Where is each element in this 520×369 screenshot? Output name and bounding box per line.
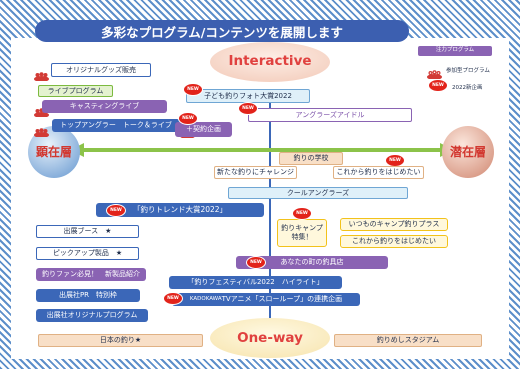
item-photo-award: 子ども釣りフォト大賞2022 xyxy=(186,89,310,103)
item-school: 釣りの学校 xyxy=(279,152,343,165)
item-live: ライブプログラム xyxy=(38,85,113,97)
item-kadokawa-prefix: KADOKAWA xyxy=(189,295,222,302)
legend-focus: 注力プログラム xyxy=(418,46,492,56)
item-camp: 釣りキャンプ 特集！ xyxy=(277,219,327,247)
item-goods-label: オリジナルグッズ販売 xyxy=(66,65,136,74)
item-booth-label: 出展ブース ★ xyxy=(63,227,112,235)
item-shop: あなたの町の釣具店 xyxy=(236,256,388,269)
item-kadokawa: KADOKAWA TVアニメ「スローループ」の連携企画 xyxy=(172,293,360,306)
item-start-new-label: これから釣りをはじめたい xyxy=(336,168,421,176)
item-top-angler-label: トップアングラー トーク＆ライブ xyxy=(60,121,172,129)
item-goods: オリジナルグッズ販売 xyxy=(51,63,151,77)
left-sphere xyxy=(28,126,80,178)
item-top-angler: トップアングラー トーク＆ライブ xyxy=(52,119,180,132)
new-badge-text: NEW xyxy=(110,208,122,213)
new-badge-text: NEW xyxy=(242,106,254,111)
legend-new-badge: NEW xyxy=(428,79,448,92)
item-original-program-label: 出展社オリジナルプログラム xyxy=(46,311,138,319)
legend-focus-label: 注力プログラム xyxy=(435,47,475,54)
item-camp-plus-label: いつものキャンプ釣りプラス xyxy=(348,220,440,228)
people-icon-svg xyxy=(34,128,49,138)
item-japan-fishing: 日本の釣り★ xyxy=(38,334,203,347)
new-badge-text: NEW xyxy=(167,296,179,301)
axis-label-bottom: One-way xyxy=(237,330,303,346)
new-badge: NEW xyxy=(246,256,266,269)
new-badge-text: NEW xyxy=(296,211,308,216)
item-contract-label: ＋契約企画 xyxy=(186,125,221,133)
legend-new-label: 2022新企画 xyxy=(452,85,483,91)
item-contract: ＋契約企画 xyxy=(175,122,232,137)
item-shop-label: あなたの町の釣具店 xyxy=(280,258,344,266)
new-badge: NEW xyxy=(106,204,126,217)
item-pickup-label: ピックアップ製品 ★ xyxy=(52,249,123,257)
item-kadokawa-label: TVアニメ「スローループ」の連携企画 xyxy=(221,295,343,303)
item-camp-line1: 釣りキャンプ xyxy=(281,224,323,233)
new-badge-text: NEW xyxy=(182,116,194,121)
item-fan-label: 釣りファン必見！ 新製品紹介 xyxy=(42,270,140,278)
item-fan: 釣りファン必見！ 新製品紹介 xyxy=(36,268,146,281)
item-booth: 出展ブース ★ xyxy=(36,225,139,238)
oneway-bubble xyxy=(210,318,330,358)
item-stadium: 釣りめしスタジアム xyxy=(334,334,482,347)
people-icon xyxy=(34,122,49,138)
item-casting-label: キャスティングライブ xyxy=(69,102,140,110)
item-photo-award-label: 子ども釣りフォト大賞2022 xyxy=(204,91,292,100)
new-badge: NEW xyxy=(178,112,198,125)
item-camp-line2: 特集！ xyxy=(291,233,313,241)
item-japan-fishing-label: 日本の釣り★ xyxy=(99,336,142,344)
new-badge: NEW xyxy=(238,102,258,115)
axis-label-left: 顕在層 xyxy=(35,145,72,159)
item-trend-award-label: 「釣りトレンド大賞2022」 xyxy=(132,205,228,215)
people-icon xyxy=(34,66,49,82)
item-idol: アングラーズアイドル xyxy=(248,108,412,122)
item-cool-anglers-label: クールアングラーズ xyxy=(286,188,350,197)
legend-participant-icon xyxy=(427,64,442,80)
item-festival: 「釣りフェスティバル2022 ハイライト」 xyxy=(169,276,342,289)
new-badge-text: NEW xyxy=(432,83,444,88)
item-pickup: ピックアップ製品 ★ xyxy=(36,247,139,260)
axis-label-top: Interactive xyxy=(228,53,312,69)
new-badge-text: NEW xyxy=(187,87,199,92)
item-school-label: 釣りの学校 xyxy=(293,154,329,162)
item-original-program: 出展社オリジナルプログラム xyxy=(36,309,148,322)
item-start-new: これから釣りをはじめたい xyxy=(333,166,424,179)
new-badge-text: NEW xyxy=(389,158,401,163)
new-badge: NEW xyxy=(183,83,203,96)
item-challenge: 新たな釣りにチャレンジ xyxy=(214,166,297,179)
axis-label-right: 潜在層 xyxy=(449,145,486,159)
item-stadium-label: 釣りめしスタジアム xyxy=(376,336,440,344)
item-idol-label: アングラーズアイドル xyxy=(295,110,365,119)
page-title: 多彩なプログラム/コンテンツを展開します xyxy=(101,24,343,40)
title-bar: 多彩なプログラム/コンテンツを展開します xyxy=(35,20,409,42)
item-pr: 出展社PR 特別枠 xyxy=(36,289,140,302)
item-cool-anglers: クールアングラーズ xyxy=(228,187,408,199)
right-sphere xyxy=(442,126,494,178)
new-badge: NEW xyxy=(292,207,312,220)
item-live-label: ライブプログラム xyxy=(47,86,104,95)
item-trend-award: 「釣りトレンド大賞2022」 xyxy=(96,203,264,217)
item-camp-plus: いつものキャンプ釣りプラス xyxy=(340,218,448,231)
item-pr-label: 出展社PR 特別枠 xyxy=(58,291,118,299)
people-icon-svg xyxy=(34,72,49,82)
new-badge: NEW xyxy=(163,292,183,305)
item-camp-start: これから釣りをはじめたい xyxy=(340,235,448,248)
legend-participant-label: 参加型プログラム xyxy=(446,68,490,74)
item-challenge-label: 新たな釣りにチャレンジ xyxy=(217,168,294,176)
item-camp-start-label: これから釣りをはじめたい xyxy=(352,237,436,245)
item-festival-label: 「釣りフェスティバル2022 ハイライト」 xyxy=(187,278,324,286)
item-casting: キャスティングライブ xyxy=(42,100,167,113)
interactive-bubble xyxy=(210,42,330,82)
people-icon xyxy=(427,70,442,80)
new-badge-text: NEW xyxy=(250,260,262,265)
